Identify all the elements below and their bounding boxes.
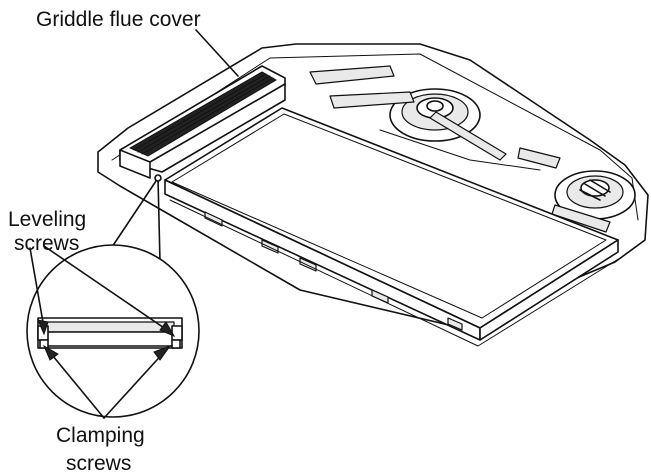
clamping-screws-label-line1: Clamping — [56, 424, 145, 447]
griddle-flue-cover — [119, 65, 286, 179]
flue-cover-leader — [195, 29, 239, 77]
detail-leader — [109, 174, 162, 263]
burner-assembly-right — [517, 147, 636, 233]
leveling-screw-arrows — [29, 245, 176, 338]
leveling-screws-label-line2: screws — [14, 232, 79, 255]
leveling-screws-label-line1: Leveling — [8, 208, 86, 231]
detail-circle — [26, 244, 200, 418]
clamping-screw-arrows — [42, 344, 172, 419]
griddle-plate — [164, 107, 621, 347]
clamping-screws-label-line2: screws — [66, 452, 131, 475]
burner-assembly-back — [309, 65, 541, 171]
flue-cover-label: Griddle flue cover — [36, 8, 201, 31]
